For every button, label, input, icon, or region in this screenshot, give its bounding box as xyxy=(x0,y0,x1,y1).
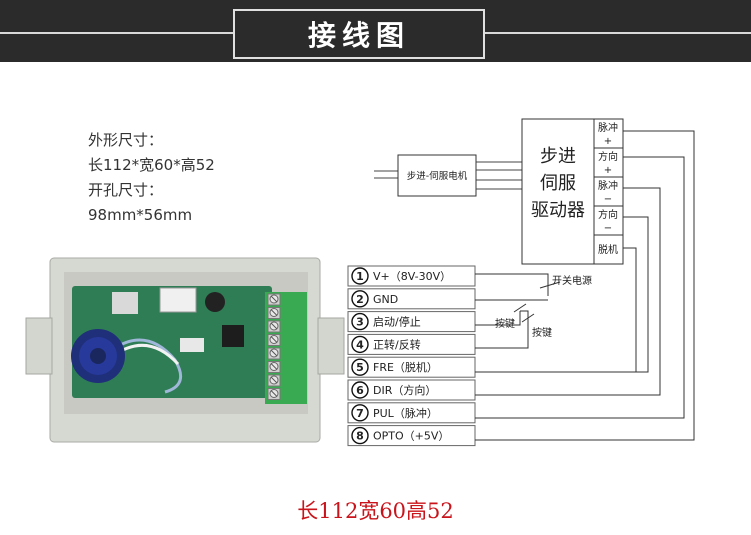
pin-row-8 xyxy=(347,425,476,447)
pin-row-1 xyxy=(347,265,476,287)
pin-label: 正转/反转 xyxy=(373,337,421,351)
banner-left-line xyxy=(0,32,233,34)
pin-row-5 xyxy=(347,356,476,378)
pin-row-3 xyxy=(347,311,476,333)
pin-number-circle xyxy=(351,335,369,354)
controller-photo xyxy=(25,257,345,443)
pin-label: GND xyxy=(373,293,398,306)
motor-driver-section: 步进-伺服电机 步进 伺服 驱动器 脉冲 + 方向 + 脉冲 − 方向 − 脱机 xyxy=(374,118,624,265)
pin-number-circle xyxy=(351,312,369,331)
pin-number: 3 xyxy=(356,316,364,329)
driver-terminal-polarity: + xyxy=(604,165,612,176)
driver-terminal-label: 脱机 xyxy=(598,243,618,256)
motor-label: 步进-伺服电机 xyxy=(407,170,468,182)
power-switch-label: 开关电源 xyxy=(552,274,592,287)
driver-terminal-label: 脉冲 xyxy=(598,179,618,192)
pin-number: 5 xyxy=(356,361,364,374)
pin-row-4 xyxy=(347,333,476,355)
motor-box xyxy=(397,154,477,197)
dimensions-block: 外形尺寸： 长112*宽60*高52 开孔尺寸： 98mm*56mm xyxy=(88,128,215,228)
hole-value: 98mm*56mm xyxy=(88,206,193,224)
pin-number: 1 xyxy=(356,270,364,283)
pin-number: 7 xyxy=(356,407,364,420)
driver-terminal-5 xyxy=(593,234,624,265)
driver-terminal-label: 方向 xyxy=(598,208,618,221)
driver-name-line3: 驱动器 xyxy=(531,200,585,221)
pin-label: PUL（脉冲） xyxy=(373,406,438,420)
driver-box xyxy=(521,118,595,265)
driver-terminal-label: 脉冲 xyxy=(598,121,618,134)
pin-number-circle xyxy=(351,404,369,422)
size-caption: 长112宽60高52 xyxy=(297,499,454,523)
pin-number-circle xyxy=(351,290,369,308)
banner-right-line xyxy=(485,32,751,34)
hole-label: 开孔尺寸： xyxy=(88,181,164,199)
pin-row-6 xyxy=(347,379,476,401)
outline-value: 长112*宽60*高52 xyxy=(88,156,215,174)
title-box: 接线图 xyxy=(233,9,485,59)
driver-terminals: 脉冲 + 方向 + 脉冲 − 方向 − 脱机 xyxy=(593,118,624,265)
driver-terminal-polarity: − xyxy=(604,223,612,234)
driver-name-line1: 步进 xyxy=(540,146,576,167)
pin-label: FRE（脱机） xyxy=(373,360,438,374)
pin-number-circle xyxy=(351,426,369,445)
pin-number-circle xyxy=(351,381,369,399)
wires xyxy=(475,130,695,441)
pin-label: V+（8V-30V） xyxy=(373,270,451,283)
driver-terminal-polarity: − xyxy=(604,194,612,205)
pin-label: 启动/停止 xyxy=(373,315,421,329)
pin-row-2 xyxy=(347,288,476,310)
button2-label: 按键 xyxy=(532,326,552,339)
pin-number: 4 xyxy=(356,338,364,351)
page-title: 接线图 xyxy=(307,19,410,52)
title-banner: 接线图 xyxy=(0,0,751,62)
driver-terminal-label: 方向 xyxy=(598,150,618,163)
button1-label: 按键 xyxy=(495,317,515,330)
driver-terminal-polarity: + xyxy=(604,136,612,147)
pin-list: 1 V+（8V-30V） 2 GND 3 启动/停止 4 正转/反转 5 FRE（脱机） 6 DIR（… xyxy=(347,265,476,447)
pin-number: 6 xyxy=(356,384,364,397)
pin-number: 2 xyxy=(356,293,364,306)
pin-number: 8 xyxy=(356,430,364,443)
pin-number-circle xyxy=(351,358,369,376)
pin-number-circle xyxy=(351,267,369,285)
driver-name-line2: 伺服 xyxy=(540,173,576,194)
pin-label: DIR（方向） xyxy=(373,383,436,397)
outline-label: 外形尺寸： xyxy=(88,131,164,149)
terminal-screws xyxy=(267,293,281,400)
pin-row-7 xyxy=(347,402,476,424)
pin-label: OPTO（+5V） xyxy=(373,430,449,443)
